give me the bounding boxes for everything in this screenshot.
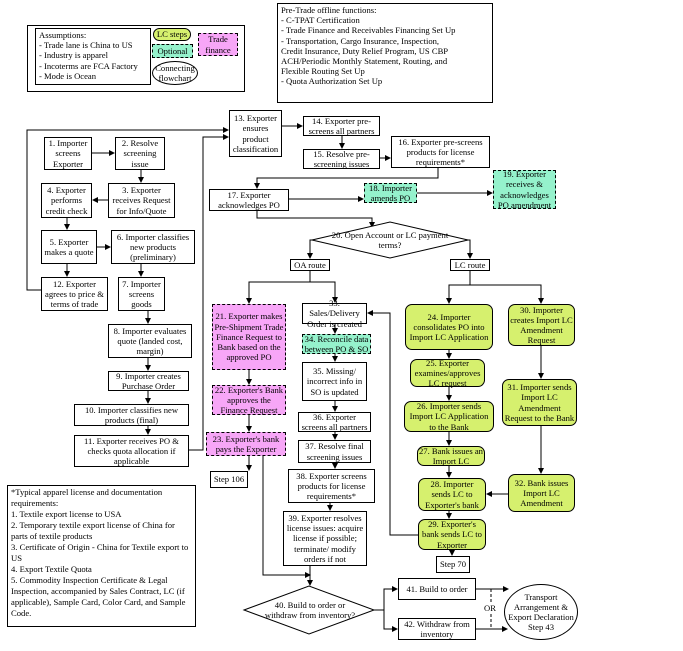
- pretrade-box: Pre-Trade offline functions: - C-TPAT Ce…: [277, 3, 493, 103]
- step-25: 25. Exporter examines/approves LC reques…: [410, 358, 485, 388]
- step-7: 7. Importer screens goods: [118, 277, 165, 311]
- step-9: 9. Importer creates Purchase Order: [108, 371, 189, 391]
- step-24: 24. Importer consolidates PO into Import…: [405, 304, 493, 350]
- pretrade-title: Pre-Trade offline functions:: [281, 5, 377, 15]
- step-4: 4. Exporter performs credit check: [41, 183, 92, 218]
- step-106-link[interactable]: Step 106: [210, 471, 248, 488]
- step-41: 41. Build to order: [398, 578, 476, 600]
- step-29: 29. Exporter's bank sends LC to Exporter: [418, 519, 486, 550]
- step-23: 23. Exporter's bank pays the Exporter: [206, 432, 286, 456]
- legend-trade-finance: Trade finance: [198, 33, 238, 56]
- footnote-title: *Typical apparel license and documentati…: [11, 487, 163, 508]
- decision-40-shape: [242, 585, 376, 635]
- pretrade-item: - Quota Authorization Set Up: [281, 76, 383, 87]
- legend-connecting-flowchart: Connecting flowchart: [152, 61, 198, 85]
- assumption: - Mode is Ocean: [39, 70, 97, 81]
- step-11: 11. Exporter receives PO & checks quota …: [74, 435, 189, 467]
- lc-route: LC route: [450, 259, 490, 271]
- pretrade-item: - Transportation, Cargo Insurance, Inspe…: [281, 35, 440, 46]
- step-18: 18. Importer amends PO: [364, 183, 417, 203]
- pretrade-item: - Trade Finance and Receivables Financin…: [281, 25, 456, 36]
- step-38: 38. Exporter screens products for licens…: [288, 469, 375, 503]
- step-70-link[interactable]: Step 70: [436, 556, 470, 573]
- step-28: 28. Importer sends LC to Exporter's bank: [418, 478, 486, 511]
- assumptions-box: Assumptions: - Trade lane is China to US…: [35, 28, 151, 85]
- step-12: 12. Exporter agrees to price & terms of …: [41, 277, 108, 311]
- step-43-link[interactable]: Transport Arrangement & Export Declarati…: [504, 584, 578, 640]
- step-33: 33. Sales/Delivery Order is created: [302, 298, 367, 329]
- step-26: 26. Importer sends Import LC Application…: [404, 401, 494, 432]
- decision-20-shape: [311, 221, 469, 259]
- step-16: 16. Exporter pre-screens products for li…: [391, 136, 490, 168]
- footnote-item: 4. Export Textile Quota: [11, 564, 92, 574]
- step-31: 31. Importer sends Import LC Amendment R…: [502, 379, 577, 426]
- step-3: 3. Exporter receives Request for Info/Qu…: [108, 183, 175, 218]
- step-32: 32. Bank issues Import LC Amendment: [508, 474, 575, 512]
- footnote-item: 3. Certificate of Origin - China for Tex…: [11, 542, 189, 563]
- step-8: 8. Importer evaluates quote (landed cost…: [108, 324, 192, 358]
- step-35: 35. Missing/ incorrect info in SO is upd…: [302, 362, 367, 401]
- step-36: 36. Exporter screens all partners: [298, 412, 371, 432]
- oa-route: OA route: [290, 259, 330, 271]
- legend-optional: Optional: [152, 44, 193, 58]
- assumptions-title: Assumptions:: [39, 30, 87, 40]
- assumption: - Incoterms are FCA Factory: [39, 60, 138, 71]
- pretrade-item: ACH/Periodic Monthly Statement, Routing,…: [281, 56, 448, 67]
- step-22: 22. Exporter's Bank approves the Finance…: [212, 385, 286, 415]
- step-30: 30. Importer creates Import LC Amendment…: [508, 304, 575, 346]
- or-label: OR: [484, 603, 496, 614]
- step-1: 1. Importer screens Exporter: [44, 137, 92, 170]
- step-37: 37. Resolve final screening issues: [298, 440, 371, 463]
- step-15: 15. Resolve pre-screening issues: [303, 149, 380, 169]
- footnote-item: 5. Commodity Inspection Certificate & Le…: [11, 575, 186, 618]
- step-14: 14. Exporter pre-screens all partners: [303, 116, 380, 136]
- pretrade-item: Credit Insurance, Duty Relief Program, U…: [281, 45, 449, 56]
- step-17: 17. Exporter acknowledges PO: [209, 189, 289, 211]
- pretrade-item: - C-TPAT Certification: [281, 15, 360, 26]
- step-5: 5. Exporter makes a quote: [41, 230, 97, 264]
- step-42: 42. Withdraw from inventory: [398, 618, 476, 640]
- step-13: 13. Exporter ensures product classificat…: [229, 110, 282, 157]
- step-21: 21. Exporter makes Pre-Shipment Trade Fi…: [212, 304, 286, 370]
- step-2: 2. Resolve screening issue: [115, 137, 165, 170]
- step-6: 6. Importer classifies new products (pre…: [111, 230, 195, 264]
- legend-lc-steps: LC steps: [153, 28, 191, 41]
- step-10: 10. Importer classifies new products (fi…: [74, 404, 189, 426]
- step-39: 39. Exporter resolves license issues: ac…: [283, 511, 367, 566]
- step-40-label: 40. Build to order or withdraw from inve…: [264, 599, 356, 620]
- pretrade-item: Flexible Routing Set Up: [281, 66, 365, 77]
- footnote-box: *Typical apparel license and documentati…: [7, 485, 196, 627]
- footnote-item: 1. Textile export license to USA: [11, 509, 122, 519]
- legend-box: [27, 25, 245, 92]
- step-27: 27. Bank issues an Import LC: [417, 446, 485, 466]
- footnote-item: 2. Temporary textile export license of C…: [11, 520, 175, 541]
- step-19: 19. Exporter receives & acknowledges PO …: [493, 169, 556, 210]
- step-20-label: 20. Open Account or LC payment terms?: [331, 229, 449, 250]
- step-34: 34. Reconcile data between PO & SO: [302, 334, 371, 354]
- assumption: - Trade lane is China to US: [39, 40, 133, 51]
- assumption: - Industry is apparel: [39, 50, 108, 61]
